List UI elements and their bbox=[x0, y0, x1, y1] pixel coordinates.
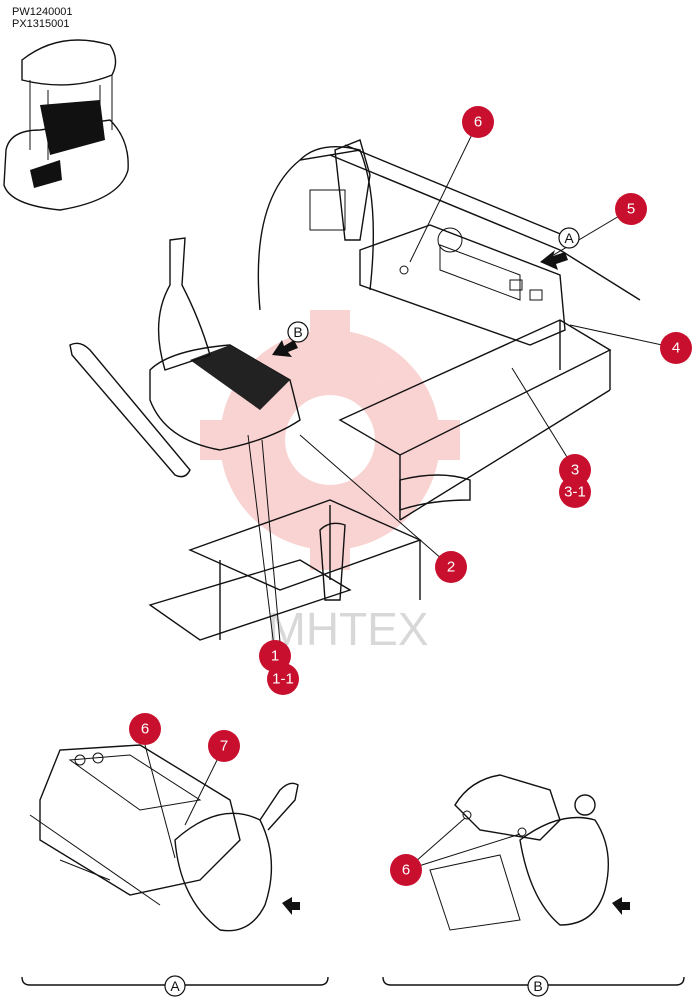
callout-5[interactable]: 5 bbox=[615, 193, 647, 225]
view-letter-a-arrow: A bbox=[564, 230, 574, 246]
view-arrow-b: B bbox=[272, 321, 309, 357]
callout-4[interactable]: 4 bbox=[660, 332, 692, 364]
callout-label: 6 bbox=[402, 862, 410, 879]
callout-label: 7 bbox=[220, 738, 228, 755]
callout-label: 2 bbox=[447, 559, 455, 576]
view-bracket-a: A bbox=[21, 975, 329, 997]
callout-label: 1 bbox=[271, 648, 279, 665]
leader-lines bbox=[247, 121, 677, 677]
view-arrow-a: A bbox=[540, 227, 580, 270]
callout-label: 3 bbox=[571, 462, 579, 479]
callout-label: 4 bbox=[672, 340, 680, 357]
callout-label: 3-1 bbox=[564, 484, 586, 501]
model-code-1: PW1240001 bbox=[12, 6, 73, 18]
cab-inset bbox=[3, 39, 129, 211]
callout-2[interactable]: 2 bbox=[435, 551, 467, 583]
model-code-2: PX1315001 bbox=[12, 18, 70, 30]
callout-3-1[interactable]: 3-1 bbox=[559, 476, 591, 508]
callout-3[interactable]: 3 bbox=[559, 454, 591, 486]
callout-label: 1-1 bbox=[272, 671, 294, 688]
callout-6-detail-b[interactable]: 6 bbox=[390, 854, 422, 886]
detail-view-b bbox=[405, 774, 630, 931]
callout-7[interactable]: 7 bbox=[208, 730, 240, 762]
callout-label: 6 bbox=[474, 114, 482, 131]
view-bracket-b: B bbox=[382, 975, 685, 997]
callout-6-detail-a[interactable]: 6 bbox=[129, 713, 161, 745]
callout-1-1[interactable]: 1-1 bbox=[267, 663, 299, 695]
main-assembly bbox=[69, 139, 641, 641]
callout-6-top[interactable]: 6 bbox=[462, 106, 494, 138]
callout-label: 5 bbox=[627, 201, 635, 218]
callout-label: 6 bbox=[141, 721, 149, 738]
detail-view-a bbox=[29, 744, 300, 932]
view-letter-a-bracket: A bbox=[170, 978, 180, 994]
view-letter-b-bracket: B bbox=[533, 978, 542, 994]
view-letter-b-arrow: B bbox=[293, 324, 302, 340]
watermark-text: МНТЕХ bbox=[268, 603, 429, 655]
